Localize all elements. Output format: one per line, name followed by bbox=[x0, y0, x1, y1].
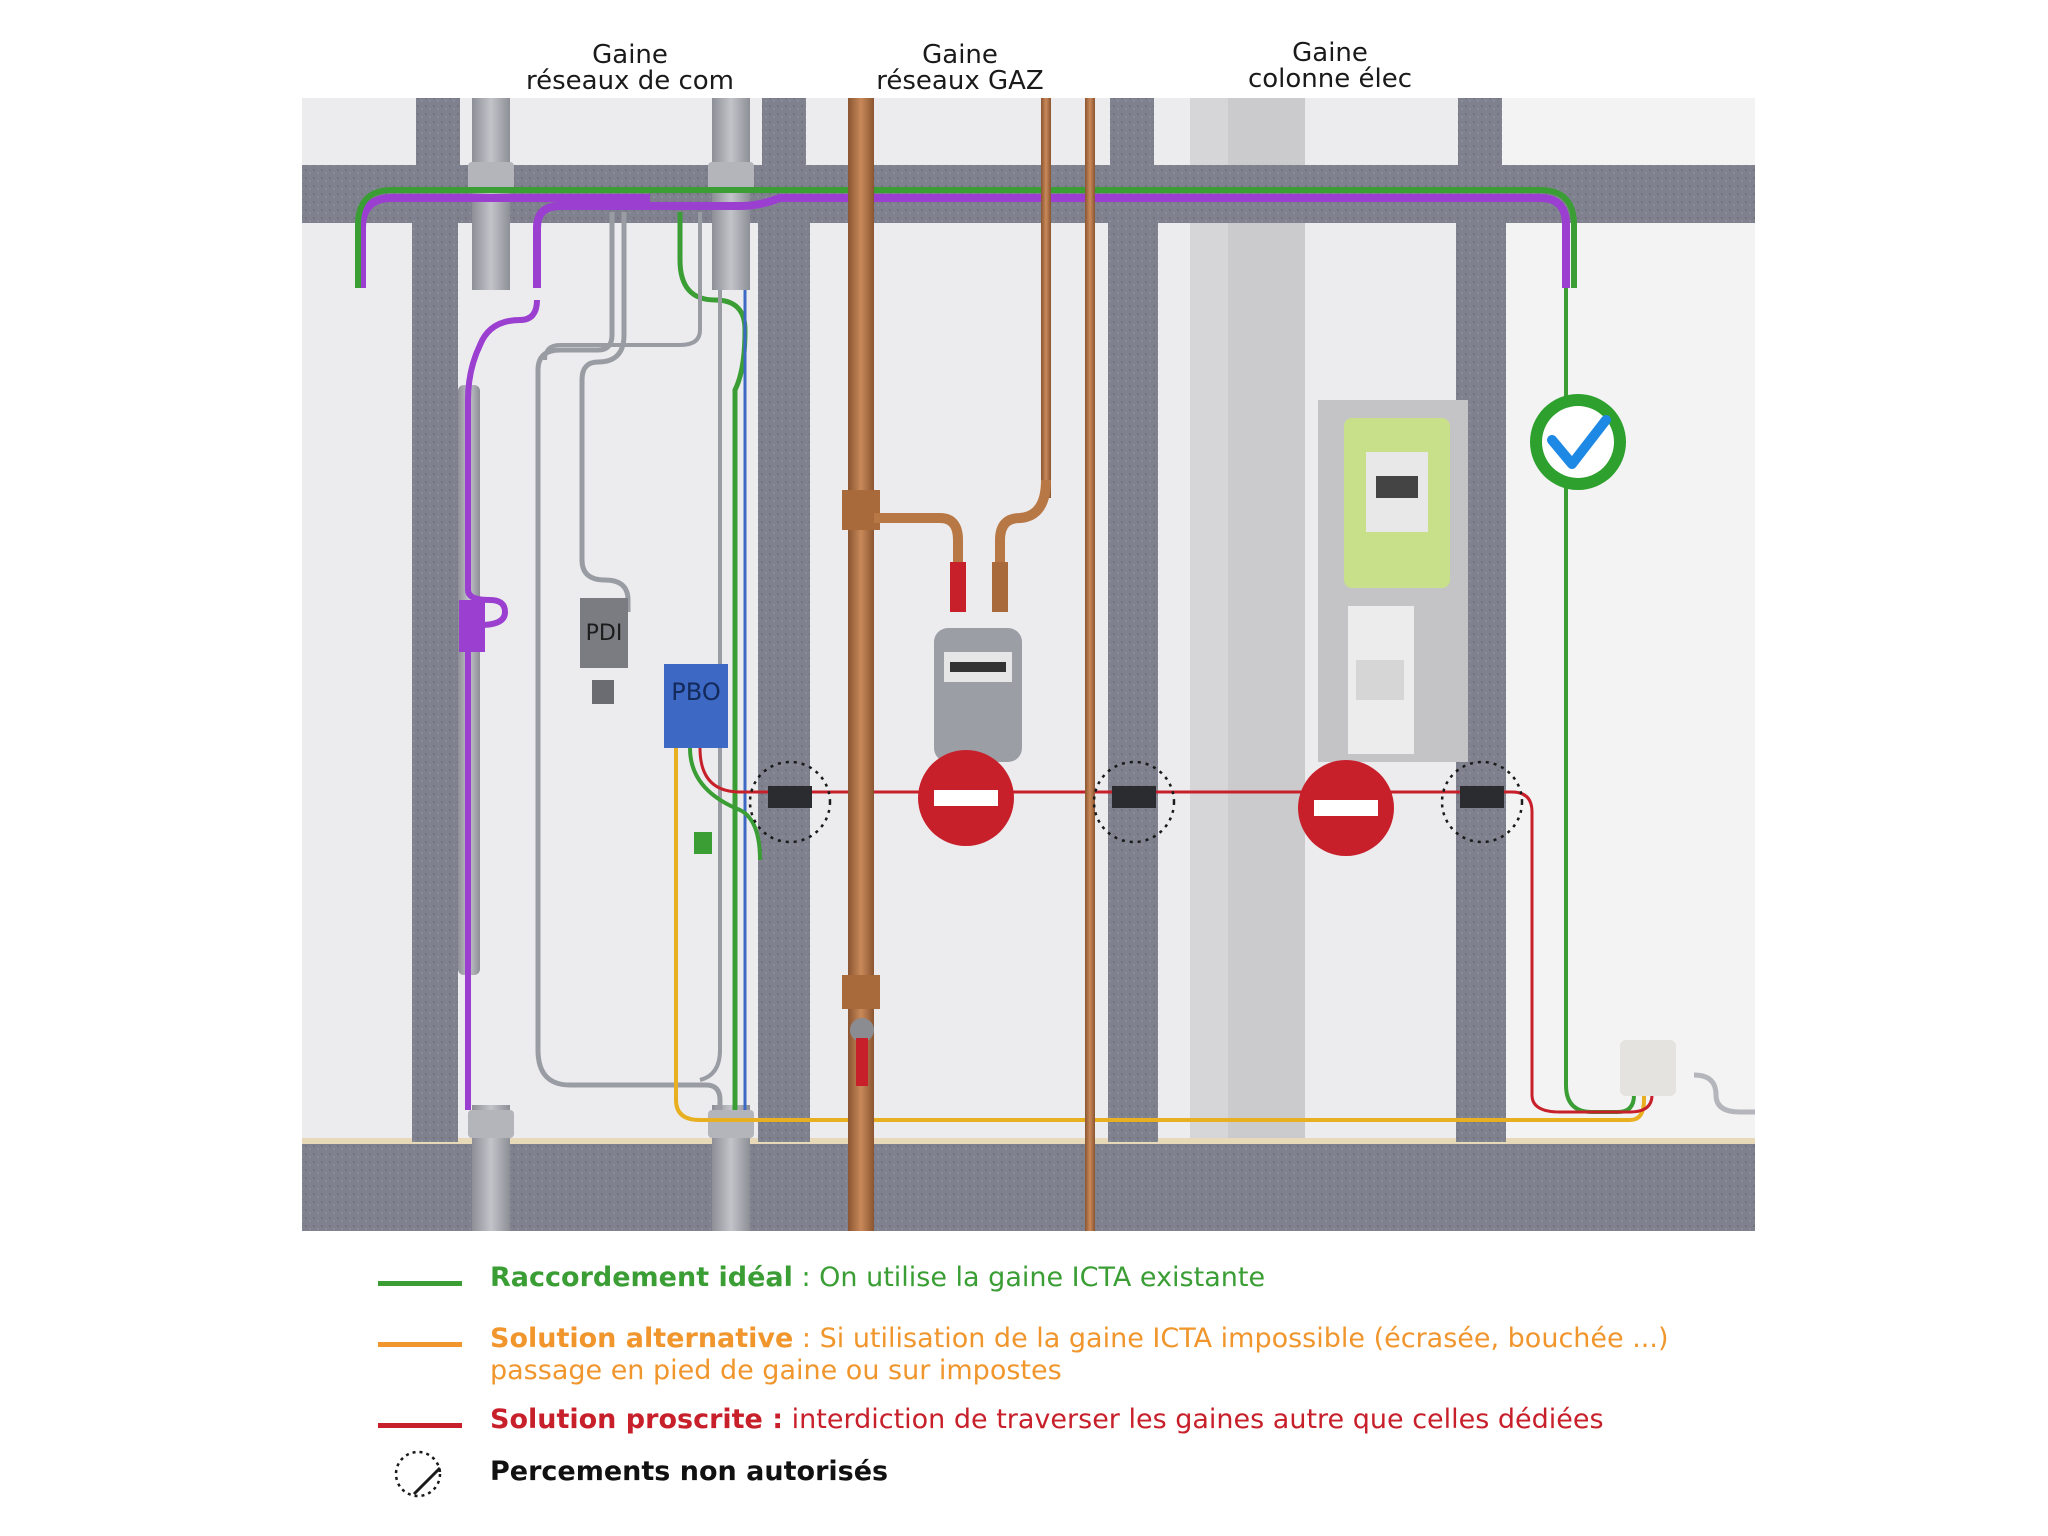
legend-alternative: Solution alternative : Si utilisation de… bbox=[490, 1323, 1668, 1355]
network-outlet-box bbox=[1620, 1040, 1676, 1096]
check-circle-icon bbox=[1530, 394, 1626, 490]
gas-meter-digits bbox=[950, 662, 1006, 672]
grey-cable bbox=[543, 212, 702, 361]
bottom-beam bbox=[302, 1142, 1755, 1231]
gas-pipe-thin-2 bbox=[1085, 98, 1095, 1231]
legend-ideal-title: Raccordement idéal bbox=[490, 1262, 793, 1293]
riser-coupling bbox=[708, 1110, 754, 1138]
column-3-top bbox=[1110, 98, 1154, 168]
elec-shaft-panel-2 bbox=[1228, 98, 1305, 1231]
gas-pipe-collar bbox=[842, 490, 880, 530]
pdi-small-box bbox=[592, 680, 614, 704]
column-right-top bbox=[1584, 165, 1672, 223]
legend-alternative-title: Solution alternative bbox=[490, 1323, 794, 1354]
multi-cable-bundle bbox=[688, 747, 762, 861]
pdi-box bbox=[580, 598, 628, 668]
no-entry-icon bbox=[1298, 760, 1394, 856]
column-1-top bbox=[416, 98, 460, 168]
legend-proscrite-text: interdiction de traverser les gaines aut… bbox=[783, 1404, 1604, 1435]
legend-alternative-text: : Si utilisation de la gaine ICTA imposs… bbox=[793, 1323, 1669, 1354]
legend-ideal: Raccordement idéal : On utilise la gaine… bbox=[490, 1262, 1265, 1294]
heading-com-line2: réseaux de com bbox=[525, 66, 734, 96]
heading-com-line1: Gaine bbox=[592, 40, 668, 70]
heading-elec: Gaine colonne élec bbox=[1180, 40, 1480, 92]
dotted-circle-drill-icon bbox=[1092, 760, 1176, 844]
green-cable-ideal bbox=[355, 187, 1577, 288]
grey-cable bbox=[699, 290, 722, 1082]
legend-line-red bbox=[378, 1423, 462, 1428]
legend-line-orange bbox=[378, 1342, 462, 1347]
column-2-top bbox=[762, 98, 806, 168]
no-entry-icon bbox=[918, 750, 1014, 846]
purple-cable bbox=[358, 194, 650, 288]
heading-com: Gaine réseaux de com bbox=[480, 42, 780, 94]
pdi-label: PDI bbox=[586, 621, 623, 646]
heading-gaz: Gaine réseaux GAZ bbox=[810, 42, 1110, 94]
dotted-circle-drill-icon bbox=[748, 760, 832, 844]
pbo-label: PBO bbox=[671, 678, 720, 706]
column-1 bbox=[412, 222, 458, 1142]
pbo-box bbox=[664, 664, 728, 748]
green-small-box bbox=[694, 832, 712, 854]
column-4-top bbox=[1458, 98, 1502, 168]
grey-cable bbox=[535, 212, 723, 1110]
legend-drill-icon bbox=[394, 1450, 442, 1498]
riser-coupling bbox=[468, 1110, 514, 1138]
heading-elec-line1: Gaine bbox=[1292, 38, 1368, 68]
gas-valve bbox=[850, 1018, 874, 1042]
grey-cable bbox=[579, 212, 631, 612]
gas-pipe-thin bbox=[1041, 98, 1051, 498]
com-riser-right bbox=[712, 98, 750, 290]
purple-junction-box bbox=[459, 600, 485, 652]
legend-proscrite: Solution proscrite : interdiction de tra… bbox=[490, 1404, 1604, 1436]
gas-branch-pipe bbox=[874, 513, 963, 570]
column-3 bbox=[1108, 222, 1158, 1142]
gas-fitting bbox=[992, 562, 1008, 612]
legend-alternative-text2: passage en pied de gaine ou sur impostes bbox=[490, 1355, 1062, 1386]
legend-ideal-text: : On utilise la gaine ICTA existante bbox=[792, 1262, 1266, 1293]
legend-percements-title: Percements non autorisés bbox=[490, 1456, 889, 1487]
heading-elec-line2: colonne élec bbox=[1247, 64, 1413, 94]
heading-gaz-line1: Gaine bbox=[922, 40, 998, 70]
legend-proscrite-title: Solution proscrite : bbox=[490, 1404, 784, 1435]
red-cable-proscribed bbox=[698, 747, 1654, 1114]
grey-cable-bottom-right bbox=[1693, 1072, 1755, 1115]
floor-edge bbox=[302, 1138, 1755, 1144]
legend-line-green bbox=[378, 1281, 462, 1286]
gas-branch-pipe bbox=[995, 479, 1051, 570]
riser-coupling bbox=[468, 162, 514, 190]
gas-meter bbox=[934, 628, 1022, 762]
heading-gaz-line2: réseaux GAZ bbox=[876, 66, 1044, 96]
green-cable-com bbox=[677, 212, 748, 1110]
dotted-circle-drill-icon bbox=[1440, 760, 1524, 844]
purple-cable bbox=[533, 194, 1570, 288]
gas-fitting bbox=[950, 562, 966, 612]
riser-coupling bbox=[708, 162, 754, 190]
column-2 bbox=[758, 222, 810, 1142]
gas-pipe-collar bbox=[842, 975, 880, 1009]
gas-valve-handle bbox=[856, 1038, 868, 1086]
breaker-switch bbox=[1356, 660, 1404, 700]
legend-percements: Percements non autorisés bbox=[490, 1456, 888, 1488]
linky-screen bbox=[1376, 476, 1418, 498]
